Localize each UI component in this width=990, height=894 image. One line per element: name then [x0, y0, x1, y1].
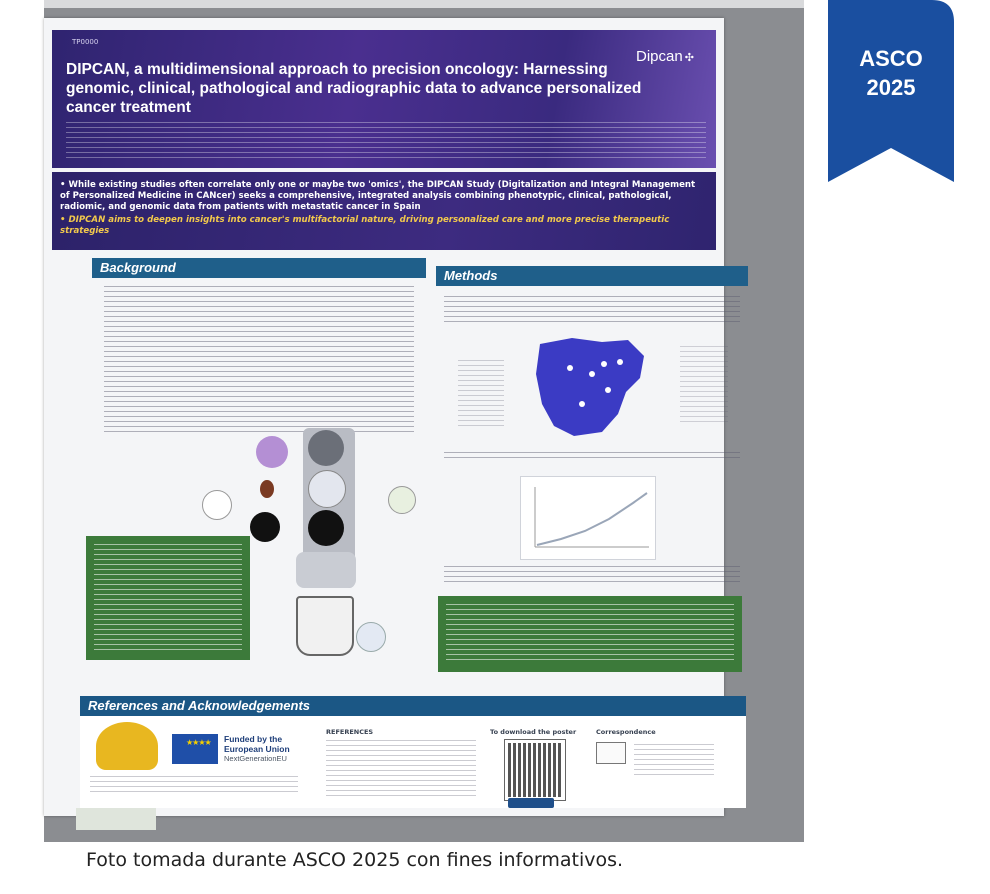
- footer-acknowledgement: [90, 776, 298, 794]
- biomarker-panel: [296, 552, 356, 588]
- histology-image: [256, 436, 288, 468]
- data-collection-text: [444, 566, 740, 582]
- name-tag: [76, 808, 156, 830]
- partner-logos: [680, 346, 728, 426]
- spain-map: [536, 338, 644, 436]
- brand-text: Dipcan: [636, 48, 683, 65]
- background-header: Background: [92, 258, 426, 278]
- funded-line-3: NextGenerationEU: [224, 754, 287, 763]
- poster-title-band: [52, 30, 716, 168]
- spanish-ministry-emblem: [96, 722, 158, 770]
- pathology-image: [308, 430, 344, 466]
- references-label: REFERENCES: [326, 728, 374, 736]
- ribbon-line-1: ASCO: [859, 46, 923, 71]
- enrollment-chart: [520, 476, 656, 560]
- references-text: [326, 740, 476, 798]
- conclusions-box: [438, 596, 742, 672]
- envelope-icon: [596, 742, 626, 764]
- dipcan-logo: Dipcan✣: [636, 48, 694, 65]
- summary-text: • While existing studies often correlate…: [60, 180, 700, 239]
- asco-ribbon-text: ASCO 2025: [828, 44, 954, 102]
- download-button: [508, 798, 554, 808]
- radiology-image: [308, 510, 344, 546]
- ribbon-line-2: 2025: [866, 75, 916, 100]
- enrollment-text: [444, 452, 740, 462]
- poster-title: DIPCAN, a multidimensional approach to p…: [66, 61, 642, 116]
- photo-caption: Foto tomada durante ASCO 2025 con fines …: [86, 849, 624, 871]
- correspondence-text: [634, 744, 714, 776]
- ai-brain-icon: [356, 622, 386, 652]
- map-legend: [458, 360, 504, 430]
- author-list: [66, 122, 706, 162]
- sparkle-icon: ✣: [684, 52, 694, 64]
- asco-ribbon-badge: [828, 0, 954, 182]
- eu-funding-text: Funded by the European Union NextGenerat…: [224, 734, 290, 764]
- wall-top: [44, 0, 804, 8]
- background-text: [104, 286, 414, 436]
- treatment-icon: [388, 486, 416, 514]
- eu-stars-icon: ★★★★: [186, 738, 212, 747]
- methods-intro-text: [444, 296, 740, 326]
- qr-code: [504, 739, 566, 801]
- sequencer-icon: [296, 596, 354, 656]
- methods-header: Methods: [436, 266, 748, 286]
- download-label: To download the poster: [490, 728, 577, 736]
- funded-line-2: European Union: [224, 744, 290, 754]
- patient-icon: [202, 490, 232, 520]
- correspondence-label: Correspondence: [596, 728, 656, 736]
- genomics-image: [308, 470, 346, 508]
- summary-band: [52, 172, 716, 250]
- poster-tag: TP0000: [72, 38, 99, 46]
- references-header: References and Acknowledgements: [80, 696, 746, 716]
- funded-line-1: Funded by the: [224, 734, 283, 744]
- eu-flag-icon: [172, 734, 218, 764]
- ct-scan-image: [250, 512, 280, 542]
- tumor-sample-icon: [260, 480, 274, 498]
- summary-bullet-2: • DIPCAN aims to deepen insights into ca…: [60, 215, 670, 236]
- summary-bullet-1: • While existing studies often correlate…: [60, 180, 696, 212]
- hypothesis-box: [86, 536, 250, 660]
